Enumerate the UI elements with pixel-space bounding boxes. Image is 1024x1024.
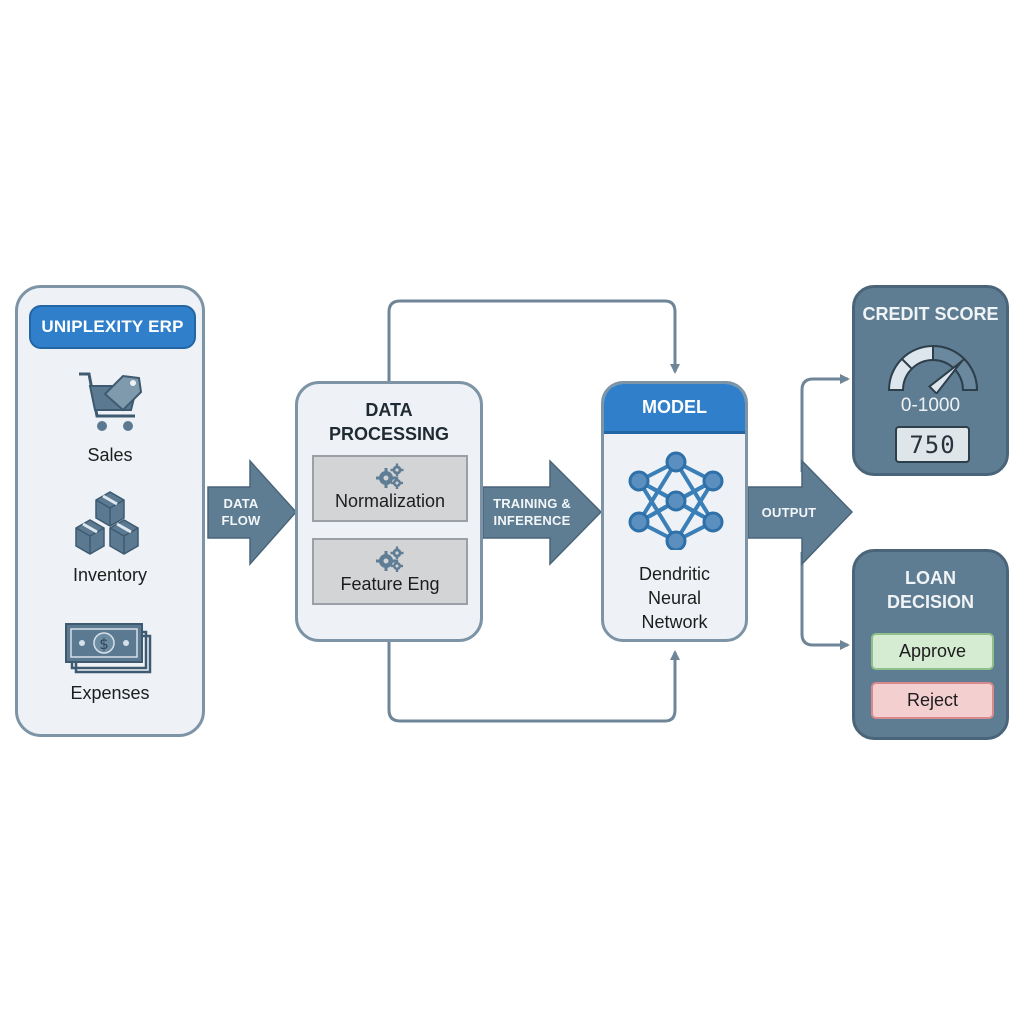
erp-title: UNIPLEXITY ERP bbox=[29, 305, 196, 349]
output-label: OUTPUT bbox=[761, 505, 817, 520]
loan-decision-panel: LOAN DECISION Approve Reject bbox=[852, 549, 1009, 740]
shopping-cart-tag-icon bbox=[79, 372, 143, 431]
svg-text:$: $ bbox=[99, 635, 109, 653]
expenses-label: Expenses bbox=[70, 683, 150, 703]
training-label-line: TRAINING & bbox=[493, 496, 571, 511]
processing-title-line: DATA bbox=[365, 400, 413, 420]
data-flow-label-line: DATA bbox=[223, 496, 259, 511]
output-arrow bbox=[747, 459, 854, 566]
loop-connector-bottom bbox=[387, 642, 680, 723]
erp-source-panel: UNIPLEXITY ERP Sales bbox=[15, 285, 205, 737]
step-normalization[interactable]: Normalization bbox=[312, 455, 468, 522]
score-display: 750 bbox=[895, 426, 970, 463]
training-inference-label: TRAINING & INFERENCE bbox=[484, 495, 580, 529]
credit-score-panel: CREDIT SCORE 0-1000 750 bbox=[852, 285, 1009, 476]
inventory-label: Inventory bbox=[72, 565, 148, 585]
model-name-line: Dendritic bbox=[638, 564, 711, 584]
model-name-line: Neural bbox=[647, 588, 702, 608]
loan-title-line: LOAN bbox=[905, 568, 956, 588]
data-flow-label-line: FLOW bbox=[221, 513, 261, 528]
data-processing-panel: DATA PROCESSING Normalization bbox=[295, 381, 483, 642]
approve-button[interactable]: Approve bbox=[871, 633, 994, 670]
loan-decision-title: LOAN DECISION bbox=[855, 566, 1006, 614]
sales-label: Sales bbox=[87, 445, 133, 465]
step-feature-engineering[interactable]: Feature Eng bbox=[312, 538, 468, 605]
model-panel: MODEL Dendritic bbox=[601, 381, 748, 642]
data-flow-label: DATA FLOW bbox=[210, 495, 272, 529]
processing-title-line: PROCESSING bbox=[328, 424, 450, 444]
money-stack-icon: $ bbox=[65, 623, 152, 674]
gears-icon bbox=[376, 463, 404, 489]
neural-network-icon bbox=[628, 451, 724, 550]
data-flow-arrow bbox=[207, 459, 298, 566]
gauge-icon bbox=[887, 344, 979, 394]
training-inference-arrow bbox=[482, 459, 603, 566]
output-branch-loan bbox=[800, 552, 850, 650]
processing-title: DATA PROCESSING bbox=[298, 398, 480, 446]
source-item-expenses[interactable]: $ Expenses bbox=[18, 620, 202, 704]
model-title: MODEL bbox=[604, 384, 745, 434]
gears-icon bbox=[376, 546, 404, 572]
normalization-label: Normalization bbox=[334, 491, 446, 511]
gauge-needle bbox=[927, 360, 963, 394]
loop-connector-top bbox=[387, 299, 680, 381]
score-range: 0-1000 bbox=[900, 395, 961, 416]
credit-score-title: CREDIT SCORE bbox=[862, 304, 999, 324]
reject-button[interactable]: Reject bbox=[871, 682, 994, 719]
source-item-sales[interactable]: Sales bbox=[18, 368, 202, 466]
output-branch-credit bbox=[800, 374, 850, 472]
model-name-line: Network bbox=[641, 612, 708, 632]
feature-eng-label: Feature Eng bbox=[340, 574, 440, 594]
boxes-icon bbox=[75, 491, 139, 555]
model-name: Dendritic Neural Network bbox=[604, 562, 745, 634]
loan-title-line: DECISION bbox=[886, 592, 974, 612]
source-item-inventory[interactable]: Inventory bbox=[18, 486, 202, 586]
training-label-line: INFERENCE bbox=[493, 513, 571, 528]
